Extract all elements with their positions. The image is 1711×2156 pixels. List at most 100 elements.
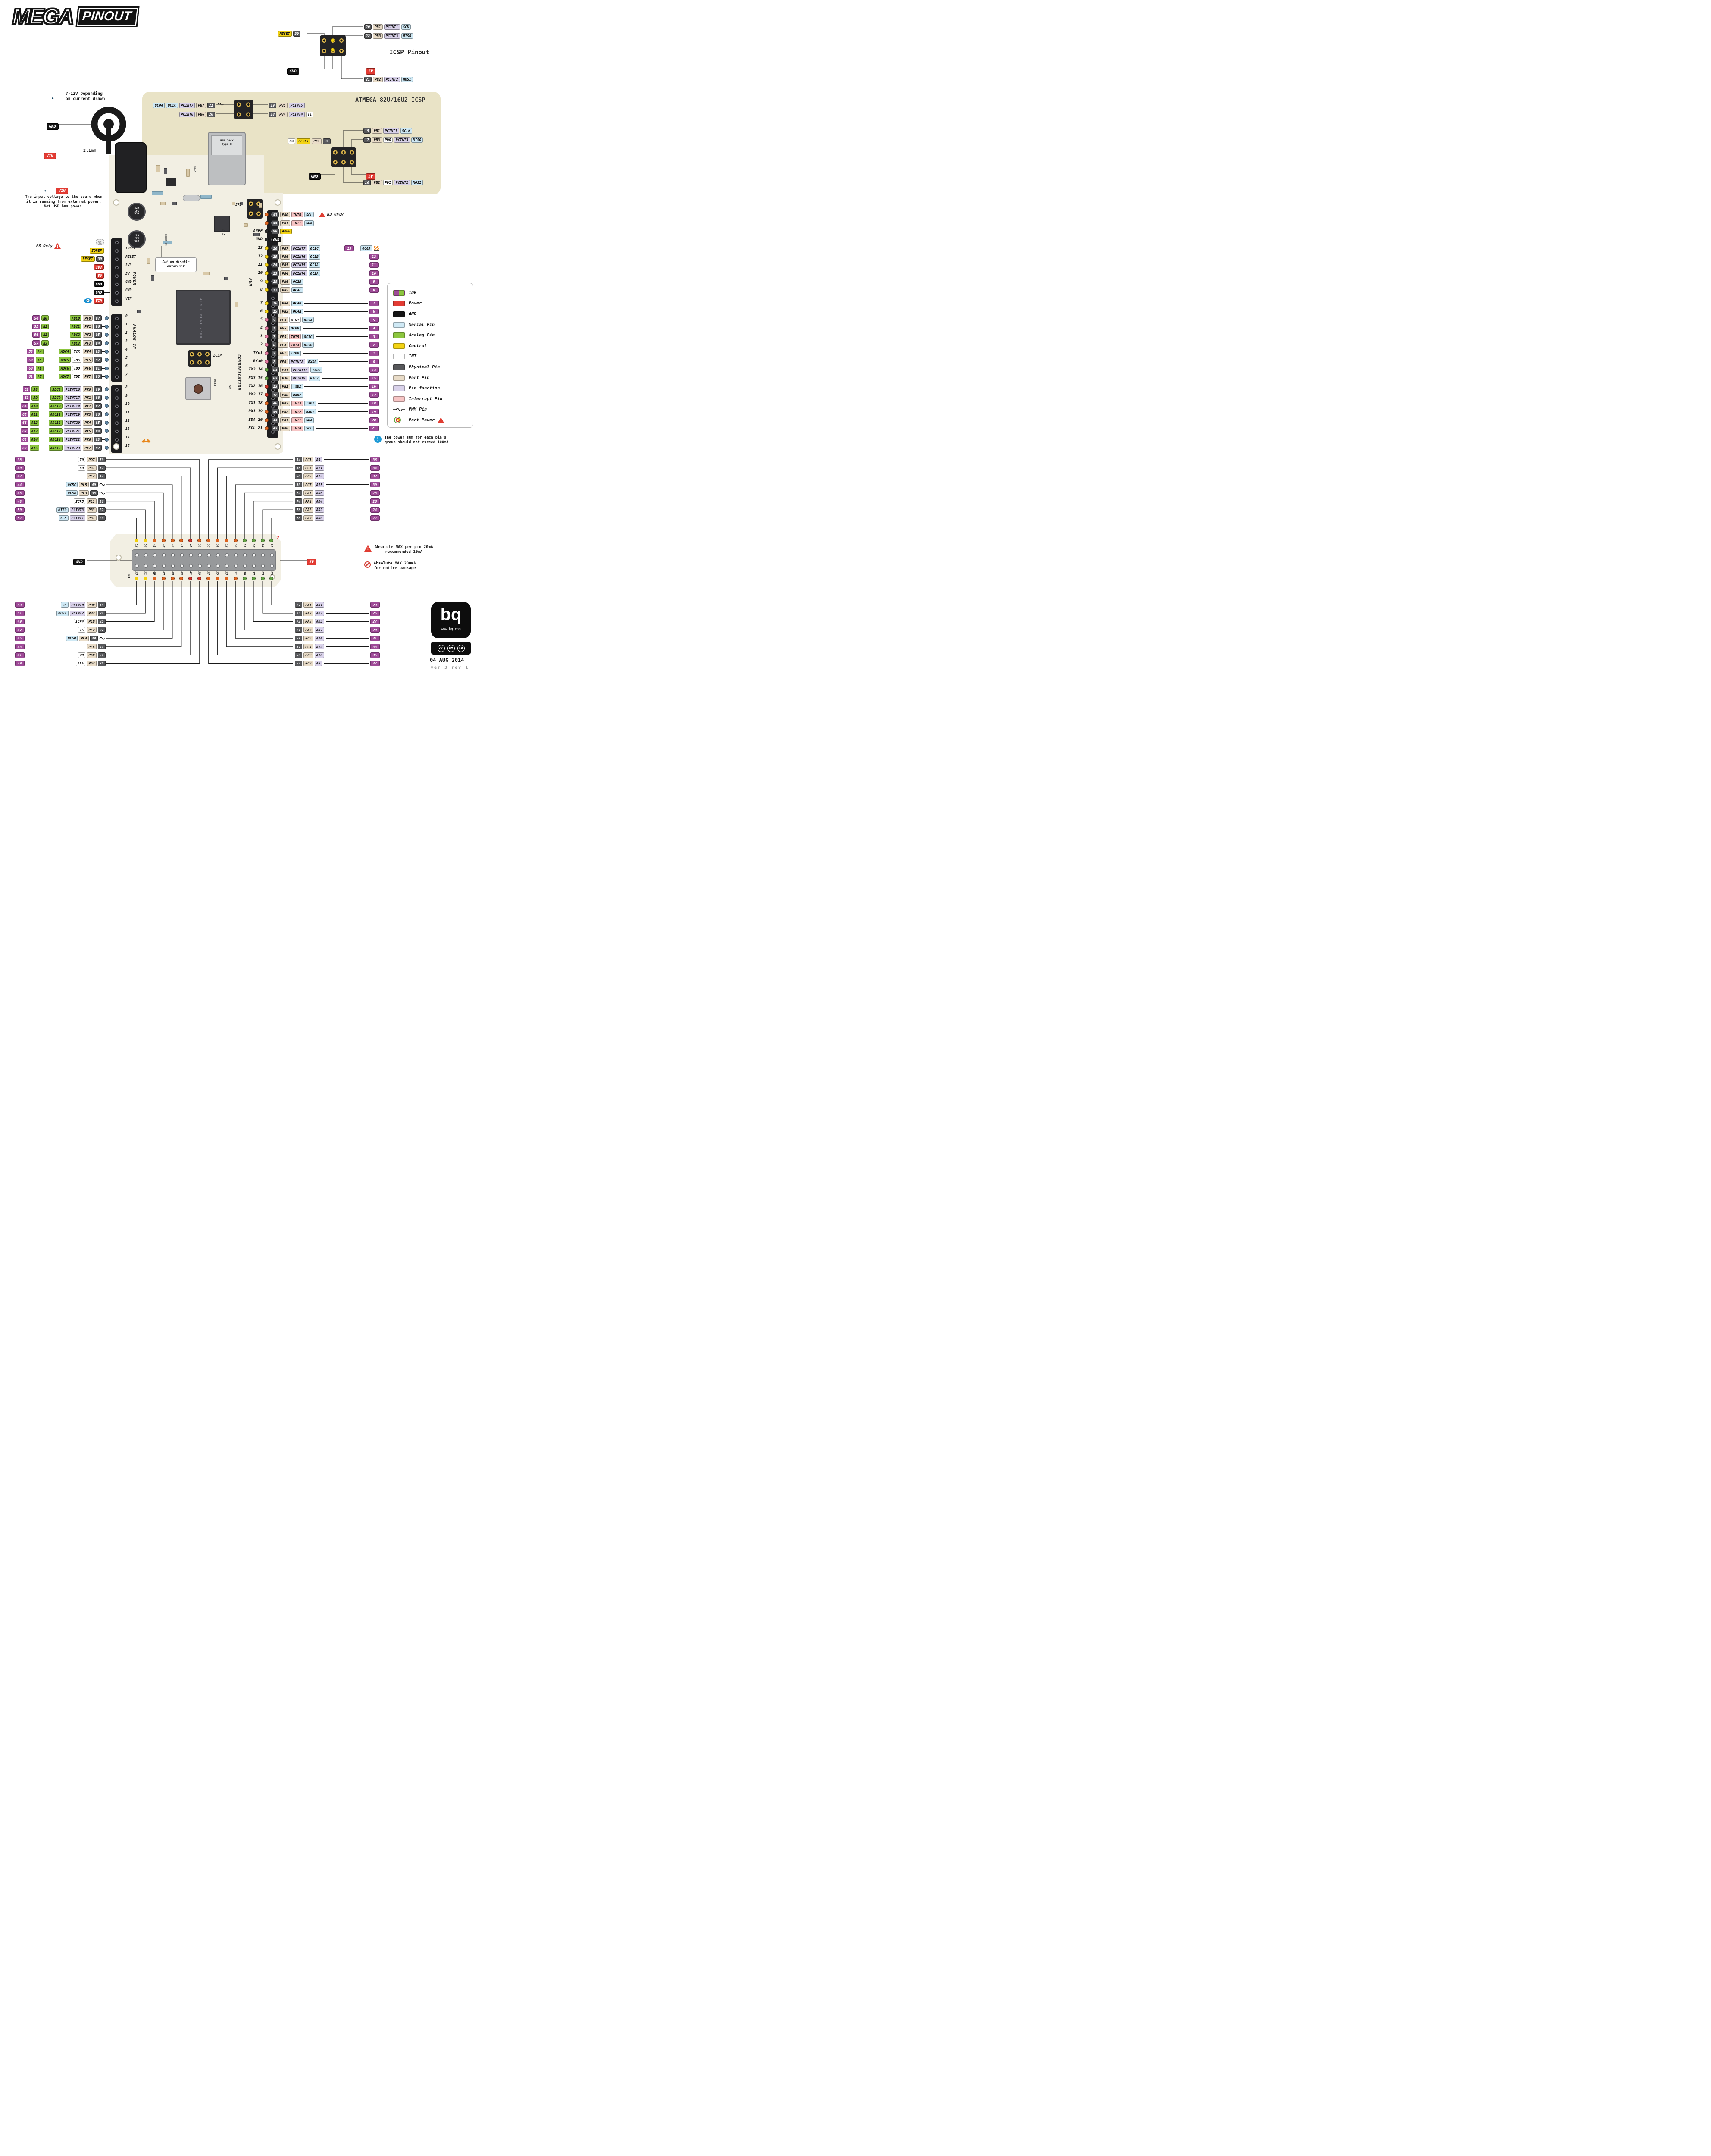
pin-chip: 60	[27, 365, 35, 371]
version-label: ver 3 rev 1	[431, 665, 469, 670]
pin-chip: PD2	[280, 409, 290, 415]
vin-description-line: The input voltage to the board when	[25, 195, 103, 199]
board-pin-label: 5	[125, 355, 128, 360]
pin-chip: PDI	[383, 179, 393, 185]
pin-chip: A12	[314, 644, 325, 650]
pin-chip: 83	[94, 436, 102, 442]
pin-chip: TXD1	[304, 400, 316, 406]
pin-chip: MISO	[411, 137, 423, 143]
board-pin-label: SCL 21	[248, 426, 263, 430]
port-dot	[105, 446, 109, 450]
pin-chip: 17	[363, 137, 371, 143]
wire	[269, 403, 271, 404]
pin-chip: PC2	[303, 652, 313, 658]
port-dot	[265, 238, 269, 242]
pin-chip: SDA	[304, 220, 314, 226]
pin-chip: PCINT4	[291, 270, 307, 276]
pin-chip: 22	[370, 515, 380, 521]
port-dot	[105, 412, 109, 417]
chip-marking: ATMEL MEGA 2560	[199, 298, 203, 339]
pin-chip: 76	[294, 507, 303, 513]
board-pin-label: RX3 15	[248, 376, 263, 380]
board-pin-label: 14	[125, 435, 130, 439]
smd-component	[152, 191, 163, 195]
pin-chip: AREF	[280, 228, 292, 234]
legend-item: Power	[393, 298, 473, 309]
pin-chip: PB4	[280, 270, 290, 276]
pin-chip: OC1A	[308, 262, 320, 268]
board-pin-label: 12	[125, 418, 130, 423]
connector-dot	[251, 577, 256, 580]
rx-led-label: RX	[222, 233, 225, 236]
legend-label: Serial Pin	[409, 322, 435, 327]
port-dot	[265, 271, 269, 276]
pin-chip: OC1C	[308, 245, 320, 251]
wire	[317, 403, 368, 404]
wire	[317, 411, 368, 412]
pin-chip: RESET	[81, 256, 95, 262]
mustache-logo	[141, 438, 152, 444]
port-dot	[265, 401, 269, 405]
port-dot	[265, 229, 269, 233]
usb-jack-face	[211, 135, 242, 155]
pin-chip: 30	[96, 256, 104, 262]
pin-chip: 44	[271, 417, 279, 423]
pin-chip: PCINT3	[384, 33, 400, 39]
pin-chip: PD1	[280, 417, 290, 423]
smd-component	[253, 233, 260, 236]
pin-chip: PDO	[383, 137, 393, 143]
board-pin-label: 8	[260, 288, 263, 292]
port-power-ring	[396, 417, 400, 422]
smd-component	[147, 258, 150, 264]
pin-chip: 25	[370, 610, 380, 616]
pin-chip: 39	[90, 635, 98, 641]
wire	[269, 386, 271, 387]
smd-component	[235, 302, 238, 307]
pin-chip: INT3	[291, 400, 303, 406]
pin-chip: PCINT23	[63, 445, 82, 451]
legend-label: IDE	[409, 290, 417, 295]
bq-logo: bq www.bq.com	[431, 602, 471, 638]
pin-chip: OC5A	[66, 490, 78, 496]
pin-chip: 56	[32, 332, 40, 338]
wire	[323, 459, 369, 460]
pin-chip: PH6	[280, 279, 290, 285]
smd-component	[172, 202, 177, 205]
port-swatch	[393, 375, 405, 381]
autoreset-note-line: Cut do disable	[162, 260, 190, 264]
smd-component	[203, 272, 210, 275]
connector-pin-number: 41	[188, 571, 192, 575]
pin-chip: A11	[314, 465, 325, 471]
pin-chip: PCINT8	[289, 359, 305, 365]
pin-chip: A5	[36, 357, 44, 363]
int-swatch	[393, 396, 405, 402]
reset-button-cap[interactable]	[194, 384, 203, 394]
pin-chip: PF1	[83, 323, 93, 329]
pin-chip: 63	[271, 375, 279, 381]
power-sum-note: ! The power sum for each pin's group sho…	[374, 436, 448, 445]
control-swatch	[393, 343, 405, 349]
gnd-label: GND	[46, 123, 59, 130]
board-pin-label: 9	[125, 393, 128, 398]
cap-text: W53	[134, 212, 139, 215]
port-dot	[105, 349, 109, 354]
connector-pin-number: 32	[225, 544, 228, 548]
port-dot	[265, 410, 269, 414]
pin-chip: PG5	[278, 325, 288, 331]
port-dot	[105, 366, 109, 370]
pin-chip: 15	[363, 128, 371, 134]
voltage-note: 7-12V Depending on current drawn	[66, 91, 105, 101]
pin-chip: A13	[29, 428, 40, 434]
pin-chip: PL0	[87, 618, 97, 624]
smd-component	[137, 310, 141, 313]
port-dot	[265, 221, 269, 225]
